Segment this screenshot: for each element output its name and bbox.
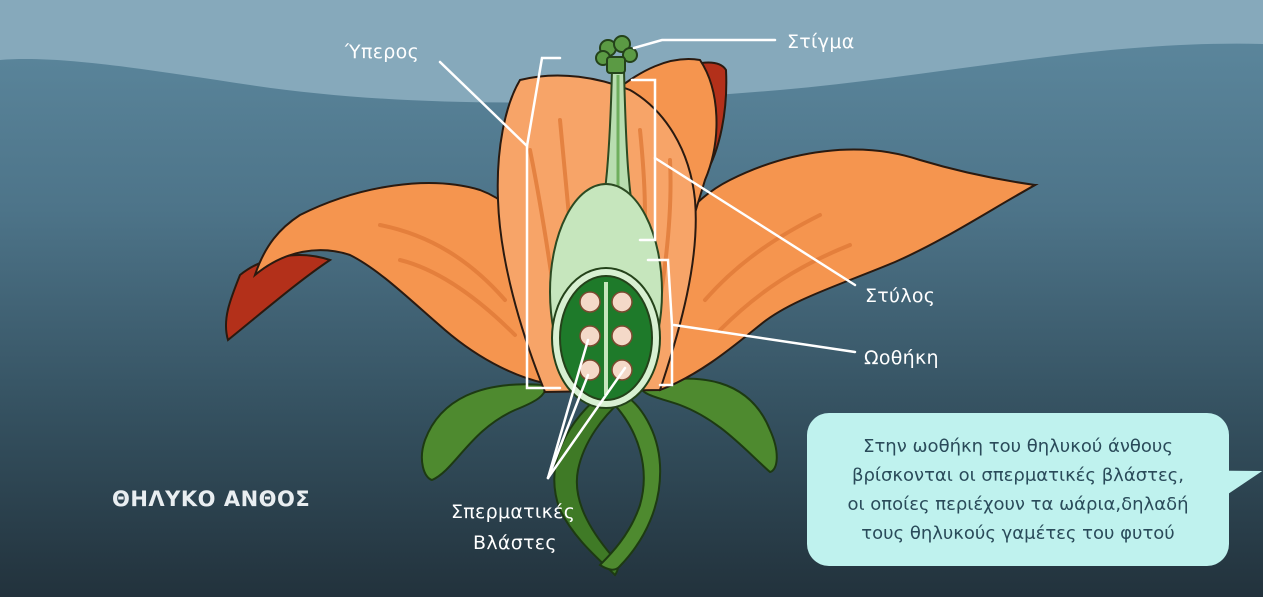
info-line: Στην ωοθήκη του θηλυκού άνθους <box>863 435 1173 457</box>
stigma-line <box>632 38 777 50</box>
ypers-line <box>438 60 529 148</box>
info-speech-bubble: Στην ωοθήκη του θηλυκού άνθους βρίσκοντα… <box>807 413 1229 566</box>
petal-right <box>648 148 1039 392</box>
blastes-line-2 <box>546 373 590 480</box>
stylos-line <box>653 156 857 287</box>
info-line: βρίσκονται οι σπερματικές βλάστες, <box>852 464 1184 486</box>
label-blastes-line1: Σπερματικές <box>451 501 576 523</box>
leaf-right <box>638 377 778 474</box>
blastes-line-3 <box>546 366 627 480</box>
info-line: οι οποίες περιέχουν τα ωάρια,δηλαδή <box>847 493 1189 515</box>
leaves <box>421 377 778 577</box>
oothiki-bracket <box>646 258 674 387</box>
label-stylos: Στύλος <box>865 285 936 307</box>
label-stigma: Στίγμα <box>787 31 855 53</box>
oothiki-line <box>672 323 857 354</box>
info-line: τους θηλυκούς γαμέτες του φυτού <box>861 522 1175 544</box>
leaf-left <box>421 383 547 482</box>
stem-curve-right <box>598 393 662 571</box>
stylos-bracket <box>630 78 657 242</box>
diagram-title: ΘΗΛΥΚΟ ΑΝΘΟΣ <box>112 487 311 511</box>
info-text: Στην ωοθήκη του θηλυκού άνθους βρίσκοντα… <box>847 432 1188 548</box>
label-blastes-line2: Βλάστες <box>473 532 557 554</box>
petals <box>224 58 1039 394</box>
leader-lines <box>438 38 857 480</box>
label-ypers: Ύπερος <box>345 41 420 63</box>
stigma-shape <box>595 35 638 74</box>
petal-left <box>252 182 557 387</box>
blastes-line-1 <box>546 338 590 480</box>
ovary <box>551 267 661 409</box>
label-oothiki: Ωοθήκη <box>864 347 939 369</box>
petal-left-tip-dark <box>224 254 333 342</box>
